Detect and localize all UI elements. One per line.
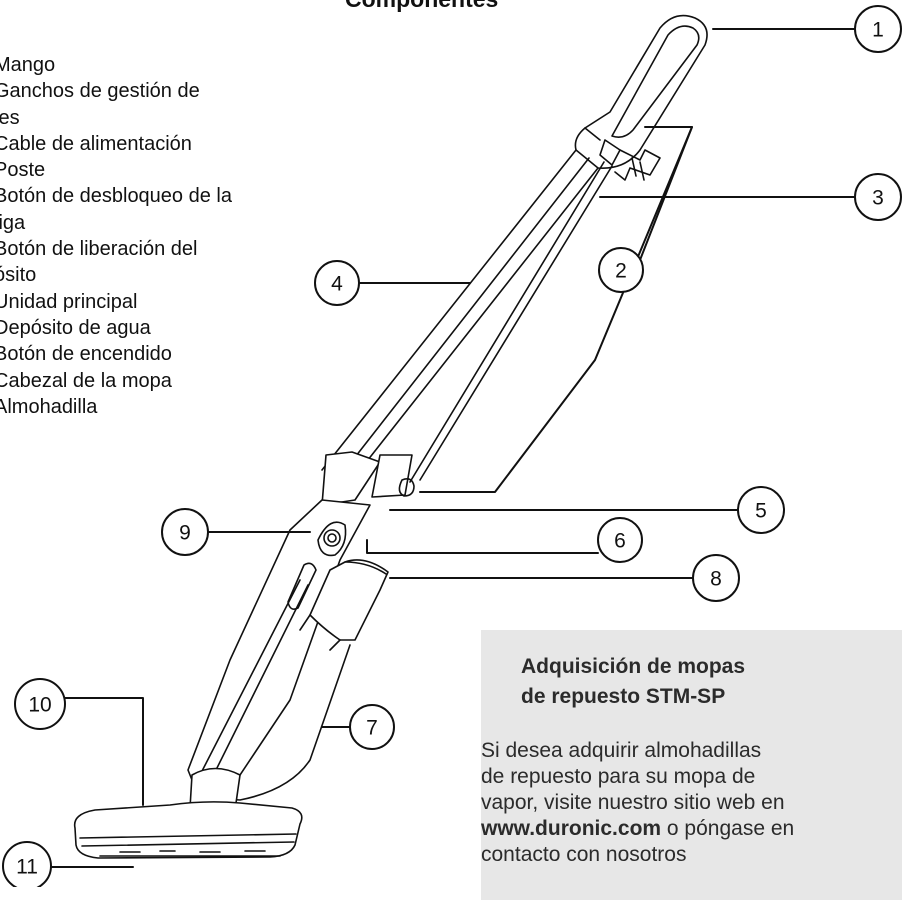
callout-number-9: 9	[179, 522, 191, 545]
callout-number-6: 6	[614, 530, 626, 553]
callout-10	[14, 678, 66, 730]
callout-number-4: 4	[331, 273, 343, 296]
part-label-3: Cable de alimentación	[0, 132, 192, 155]
callout-9	[161, 508, 209, 556]
info-box-body-line-2: de repuesto para su mopa de	[481, 765, 756, 788]
info-box-title-line-2: de repuesto STM-SP	[521, 685, 726, 708]
callout-8	[692, 554, 740, 602]
callout-2	[598, 247, 644, 293]
part-label-5: Botón de desbloqueo de la liga	[0, 185, 232, 234]
water-tank	[209, 559, 389, 801]
info-box-body: Si desea adquirir almohadillas de repues…	[481, 738, 902, 868]
callout-number-11: 11	[16, 856, 38, 879]
callout-number-10: 10	[28, 694, 51, 717]
part-label-6: Botón de liberación del ósito	[0, 238, 198, 287]
cord-hooks	[599, 139, 661, 181]
info-box-title-line-1: Adquisición de mopas	[521, 655, 746, 678]
callout-5	[737, 486, 785, 534]
info-box-body-line-5: contacto con nosotros	[481, 843, 687, 866]
callout-7	[349, 704, 395, 750]
leader-lines	[49, 28, 856, 868]
callout-11	[2, 841, 52, 887]
callout-4	[314, 260, 360, 306]
callout-number-8: 8	[710, 568, 722, 591]
parts-list: Mango Ganchos de gestión de les Cable de…	[0, 52, 324, 420]
mop-pole	[321, 149, 613, 483]
info-box-body-line-4-rest: o póngase en	[661, 817, 795, 840]
info-box-body-line-1: Si desea adquirir almohadillas	[481, 739, 762, 762]
part-label-4: Poste	[0, 159, 46, 182]
part-label-8: Depósito de agua	[0, 316, 151, 339]
website-link[interactable]: www.duronic.com	[481, 817, 662, 840]
info-box-title: Adquisición de mopas de repuesto STM-SP	[521, 652, 745, 712]
callout-number-2: 2	[615, 260, 627, 283]
callout-number-7: 7	[366, 717, 378, 740]
release-clip	[321, 451, 415, 506]
part-label-11: Almohadilla	[0, 395, 98, 418]
callout-6	[597, 517, 643, 563]
part-label-9: Botón de encendido	[0, 343, 172, 366]
part-label-10: Cabezal de la mopa	[0, 369, 172, 392]
callout-number-1: 1	[872, 19, 884, 42]
callout-number-3: 3	[872, 187, 884, 210]
part-label-2: Ganchos de gestión de les	[0, 80, 200, 129]
info-box-body-line-4: www.duronic.com o póngase en	[481, 816, 902, 842]
part-label-7: Unidad principal	[0, 290, 138, 313]
main-unit	[187, 499, 371, 801]
part-label-1: Mango	[0, 54, 56, 76]
replacement-info-box: Adquisición de mopas de repuesto STM-SP …	[481, 630, 902, 900]
mop-head	[73, 801, 303, 859]
callout-number-5: 5	[755, 500, 767, 523]
info-box-body-line-3: vapor, visite nuestro sitio web en	[481, 791, 785, 814]
callout-1	[854, 5, 902, 53]
mop-handle	[574, 14, 708, 169]
callout-3	[854, 173, 902, 221]
page-title: Componentes	[345, 0, 498, 13]
